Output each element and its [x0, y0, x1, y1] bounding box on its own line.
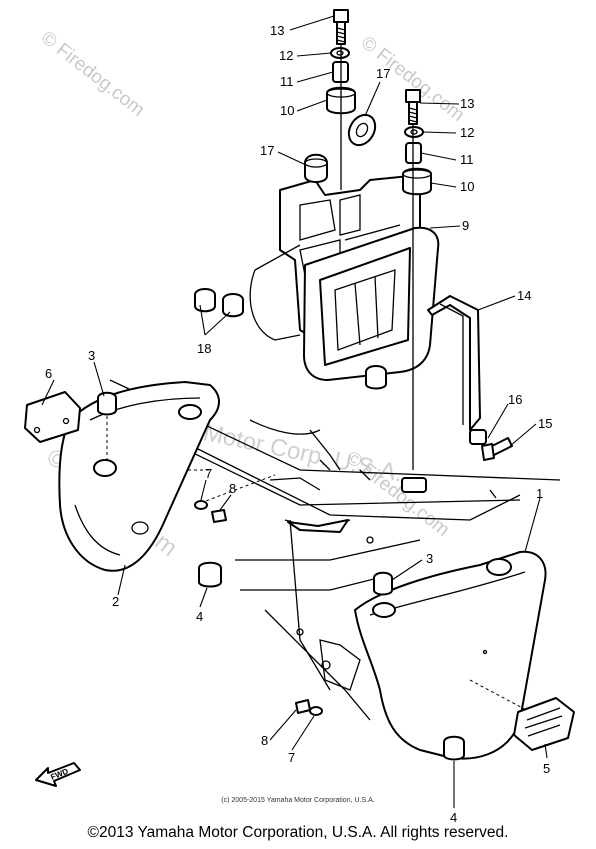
fwd-arrow: FWD [35, 762, 81, 787]
callout-11-right: 11 [460, 152, 474, 167]
callout-17-left: 17 [260, 143, 274, 158]
bracket [427, 295, 481, 431]
callout-12-upper: 12 [279, 48, 293, 63]
collar-16 [469, 429, 487, 445]
callout-11-upper: 11 [280, 74, 294, 89]
callout-4-left: 4 [196, 609, 203, 624]
callout-13-upper: 13 [270, 23, 284, 38]
callout-8-left: 8 [229, 481, 236, 496]
callout-13-right: 13 [460, 96, 474, 111]
frame-mount-grommet [401, 477, 427, 493]
bolt-upper [333, 9, 349, 45]
bolt-right [405, 89, 421, 125]
callout-7-right: 7 [288, 750, 295, 765]
callout-14: 14 [517, 288, 531, 303]
callout-16: 16 [508, 392, 522, 407]
grommet-17-right [347, 113, 377, 147]
washer-right [404, 126, 424, 138]
callout-10-right: 10 [460, 179, 474, 194]
washer-upper [330, 47, 350, 59]
grommet-4-right [443, 735, 465, 761]
callout-18: 18 [197, 341, 211, 356]
emblem-right [513, 697, 575, 751]
callouts: 13 12 11 10 17 17 13 12 11 10 9 14 18 3 … [45, 23, 552, 825]
grommet-3-left [97, 391, 117, 416]
callout-8-right: 8 [261, 733, 268, 748]
callout-12-right: 12 [460, 125, 474, 140]
bolt-15 [481, 437, 513, 461]
grommet-17-left [304, 153, 328, 183]
battery-cover [303, 226, 440, 390]
washer-7-right [309, 706, 323, 716]
callout-2: 2 [112, 594, 119, 609]
callout-3-right: 3 [426, 551, 433, 566]
nut-8-left [211, 509, 227, 523]
left-side-cover [58, 381, 220, 572]
nut-8-right [295, 699, 311, 714]
callout-4-right: 4 [450, 810, 457, 825]
damper-18-a [194, 288, 216, 313]
callout-17-right: 17 [376, 66, 390, 81]
right-side-cover [354, 550, 547, 760]
leader-lines [41, 15, 548, 808]
diagram-copyright: (c) 2005-2015 Yamaha Motor Corporation, … [221, 797, 375, 804]
footer-copyright: ©2013 Yamaha Motor Corporation, U.S.A. A… [87, 824, 509, 841]
callout-3-left: 3 [88, 348, 95, 363]
callout-6: 6 [45, 366, 52, 381]
callout-9: 9 [462, 218, 469, 233]
emblem-left [24, 391, 81, 443]
grommet-3-right [373, 571, 393, 596]
grommet-4-left [198, 561, 222, 588]
damper-18-b [222, 293, 244, 318]
callout-7-left: 7 [205, 466, 212, 481]
callout-1: 1 [536, 486, 543, 501]
grommet-right [402, 167, 432, 196]
callout-15: 15 [538, 416, 552, 431]
washer-7-left [194, 500, 208, 510]
callout-5: 5 [543, 761, 550, 776]
watermark-top-left: © Firedog.com [37, 27, 148, 120]
callout-10-upper: 10 [280, 103, 294, 118]
